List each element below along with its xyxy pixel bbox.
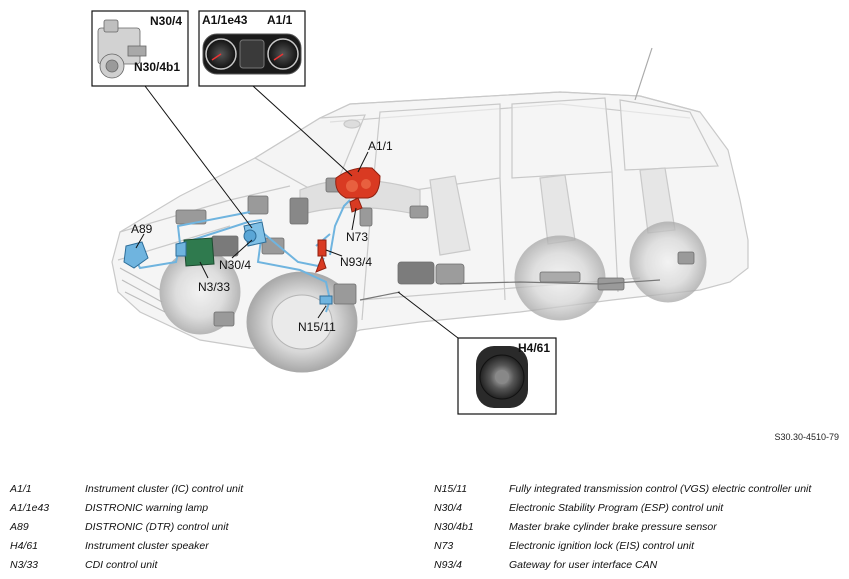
legend-desc: Instrument cluster (IC) control unit [85,483,244,495]
inset-h4-61: H4/61 [457,337,557,415]
legend-desc: Fully integrated transmission control (V… [509,483,812,495]
legend-code: N15/11 [434,483,468,495]
leader-lines [135,85,459,339]
n93-4-gateway [315,239,327,273]
callout-n93-4: N93/4 [340,255,372,269]
n73-ignition-lock [349,197,363,213]
callout-a1-1: A1/1 [368,139,393,153]
legend-code: N30/4 [434,502,463,514]
inset-n30-4b1-label: N30/4b1 [134,60,180,74]
inset-a1-1-label: A1/1 [267,13,293,27]
legend-code: A1/1e43 [10,502,50,514]
inset-a1-1e43-label: A1/1e43 [202,13,248,27]
legend-desc: DISTRONIC warning lamp [85,502,209,514]
inset-h4-61-label: H4/61 [518,341,550,355]
callout-n15-11: N15/11 [298,320,336,334]
callout-a89: A89 [131,222,153,236]
n15-11-transmission-unit [319,295,333,305]
n3-33-cdi-unit [175,237,215,267]
legend-desc: Gateway for user interface CAN [509,559,658,571]
document-reference: S30.30-4510-79 [774,432,839,442]
a1-1-instrument-cluster [335,167,381,199]
legend-desc: Master brake cylinder brake pressure sen… [509,521,717,533]
legend-code: N93/4 [434,559,463,571]
engine-components [175,177,695,327]
inset-n30-4: N30/4 N30/4b1 [91,10,189,87]
callout-n30-4: N30/4 [219,258,251,272]
inset-n30-4-label: N30/4 [150,14,182,28]
wheel-rear-right [629,221,707,303]
underbody-lines [359,279,661,301]
callout-n3-33: N3/33 [198,280,230,294]
legend-code: A1/1 [10,483,32,495]
legend-code: N73 [434,540,454,552]
legend-desc: Electronic ignition lock (EIS) control u… [509,540,694,552]
legend-desc: DISTRONIC (DTR) control unit [85,521,229,533]
inset-a1-1: A1/1e43 A1/1 [198,10,306,87]
legend-code: H4/61 [10,540,39,552]
legend-desc: Electronic Stability Program (ESP) contr… [509,502,724,514]
legend-code: N3/33 [10,559,39,571]
legend-desc: CDI control unit [85,559,158,571]
legend-desc: Instrument cluster speaker [85,540,209,552]
legend-code: A89 [10,521,29,533]
n30-4-esp-unit [243,221,267,247]
callout-n73: N73 [346,230,368,244]
legend-code: N30/4b1 [434,521,474,533]
